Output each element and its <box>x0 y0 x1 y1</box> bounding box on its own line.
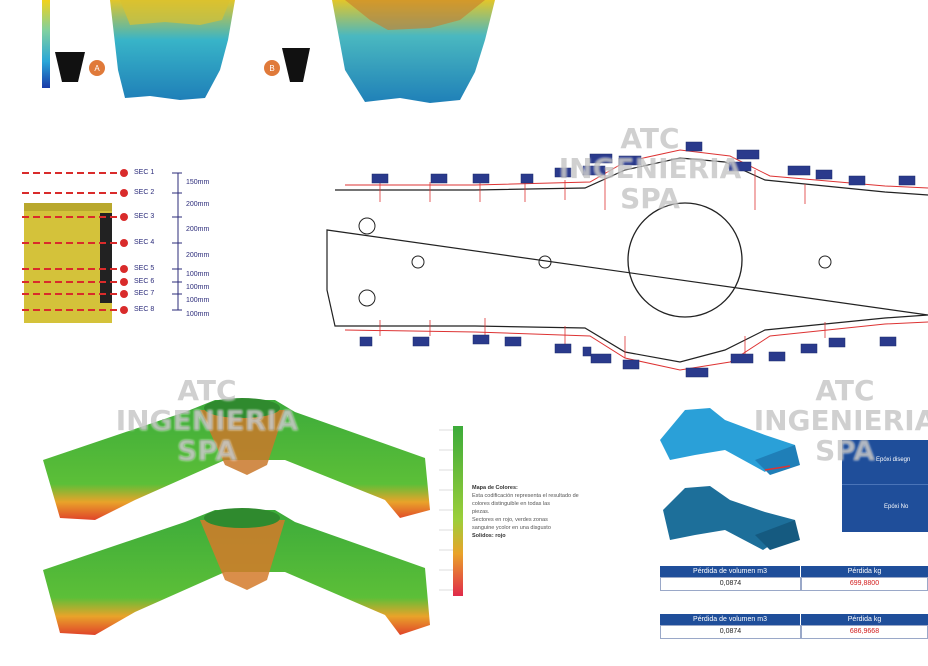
casting-color-maps <box>35 390 475 650</box>
watermark: ATC INGENIERIA SPA <box>725 376 928 466</box>
color-scale-ticks <box>439 429 453 591</box>
section-label: SEC 7 <box>134 290 155 297</box>
legend-line: colores distinguible en todas las <box>472 501 550 507</box>
hole <box>411 255 425 269</box>
option-panel-row1: Epóxi disegn <box>876 457 911 463</box>
table1-header-kg: Pérdida kg <box>801 566 928 577</box>
dimension-label: 100mm <box>186 297 210 304</box>
casting-part-a <box>110 0 235 100</box>
section-label: SEC 8 <box>134 306 155 313</box>
dimension-label: 100mm <box>186 311 210 318</box>
hole <box>538 255 552 269</box>
legend-line: Esta codificación representa el resultad… <box>472 493 579 499</box>
top-left-colormap-svg: A <box>42 0 235 100</box>
outline-drawing <box>325 140 928 380</box>
color-scale <box>453 426 463 596</box>
top-middle-colormap-svg: B <box>264 0 495 103</box>
casting-color-maps-svg <box>43 398 463 635</box>
section-schematic-svg <box>22 169 182 323</box>
central-bore <box>627 202 743 318</box>
watermark: ATC INGENIERIA SPA <box>87 376 327 466</box>
dimension-label: 100mm <box>186 271 210 278</box>
section-label: SEC 4 <box>134 239 155 246</box>
casting-lower <box>43 508 430 635</box>
watermark-line2: SPA <box>177 434 237 467</box>
top-middle-colormap: B <box>260 0 500 105</box>
hole <box>358 217 376 235</box>
legend-line: Sectores en rojo, verdes zonas <box>472 517 548 523</box>
section-schematic: SEC 1 SEC 2 SEC 3 SEC 4 SEC 5 SEC 6 SEC … <box>20 165 230 330</box>
dimension-label: 200mm <box>186 226 210 233</box>
badge-a <box>89 60 105 76</box>
blue-part-lower <box>663 486 800 550</box>
outline-drawing-svg <box>326 141 928 378</box>
legend-line: sanguine ycolor en una disgusto <box>472 525 551 531</box>
table2-header-volume: Pérdida de volumen m3 <box>660 614 800 625</box>
dimension-label: 200mm <box>186 252 210 259</box>
table1-value-kg: 699,8800 <box>801 577 928 591</box>
watermark-line1: ATC INGENIERIA <box>753 376 928 437</box>
badge-b <box>264 60 280 76</box>
section-label: SEC 3 <box>134 213 155 220</box>
hole <box>818 255 832 269</box>
table2-value-kg: 686,9668 <box>801 625 928 639</box>
section-contour-bottom <box>344 321 928 371</box>
blue-part-renders <box>655 400 805 560</box>
watermark-line2: SPA <box>815 434 875 466</box>
watermark-line1: ATC INGENIERIA <box>558 122 742 185</box>
cross-section-icon <box>55 52 85 82</box>
part-outline <box>326 157 928 363</box>
top-left-colormap: A <box>0 0 240 105</box>
casting-part-b <box>332 0 495 103</box>
dimension-label: 150mm <box>186 179 210 186</box>
colorbar <box>42 0 50 88</box>
watermark-line2: SPA <box>620 182 680 215</box>
option-panel-row2: Epóxi No <box>884 504 909 510</box>
table1-value-volume: 0,0874 <box>660 577 801 591</box>
part-profile <box>24 203 112 323</box>
badge-a-label: A <box>94 64 100 73</box>
blue-part-upper <box>660 408 800 475</box>
table2-header-kg: Pérdida kg <box>801 614 928 625</box>
section-markers <box>120 169 128 314</box>
badge-b-label: B <box>269 64 274 73</box>
blue-part-renders-svg <box>660 408 800 550</box>
section-label: SEC 1 <box>134 169 155 176</box>
section-label: SEC 2 <box>134 189 155 196</box>
casting-upper <box>43 398 430 520</box>
legend-title: Mapa de Colores: <box>472 485 518 491</box>
section-contour-top <box>345 149 928 189</box>
cross-section-icon-b <box>282 48 310 82</box>
section-tags <box>359 141 916 378</box>
legend-line: Solidos: rojo <box>472 533 506 539</box>
legend-line: piezas. <box>472 509 490 515</box>
section-lines <box>22 172 120 311</box>
table2-value-volume: 0,0874 <box>660 625 801 639</box>
watermark-line1: ATC INGENIERIA <box>115 374 299 437</box>
dimension-label: 200mm <box>186 201 210 208</box>
option-panel: Epóxi disegn Epóxi No <box>842 440 928 532</box>
dimension-label: 100mm <box>186 284 210 291</box>
table1-header-volume: Pérdida de volumen m3 <box>660 566 800 577</box>
hole <box>358 289 376 307</box>
section-label: SEC 5 <box>134 265 155 272</box>
watermark: ATC INGENIERIA SPA <box>530 124 770 214</box>
color-map-legend: Mapa de Colores: Esta codificación repre… <box>472 484 597 540</box>
section-label: SEC 6 <box>134 278 155 285</box>
dimension-lines <box>172 172 182 311</box>
